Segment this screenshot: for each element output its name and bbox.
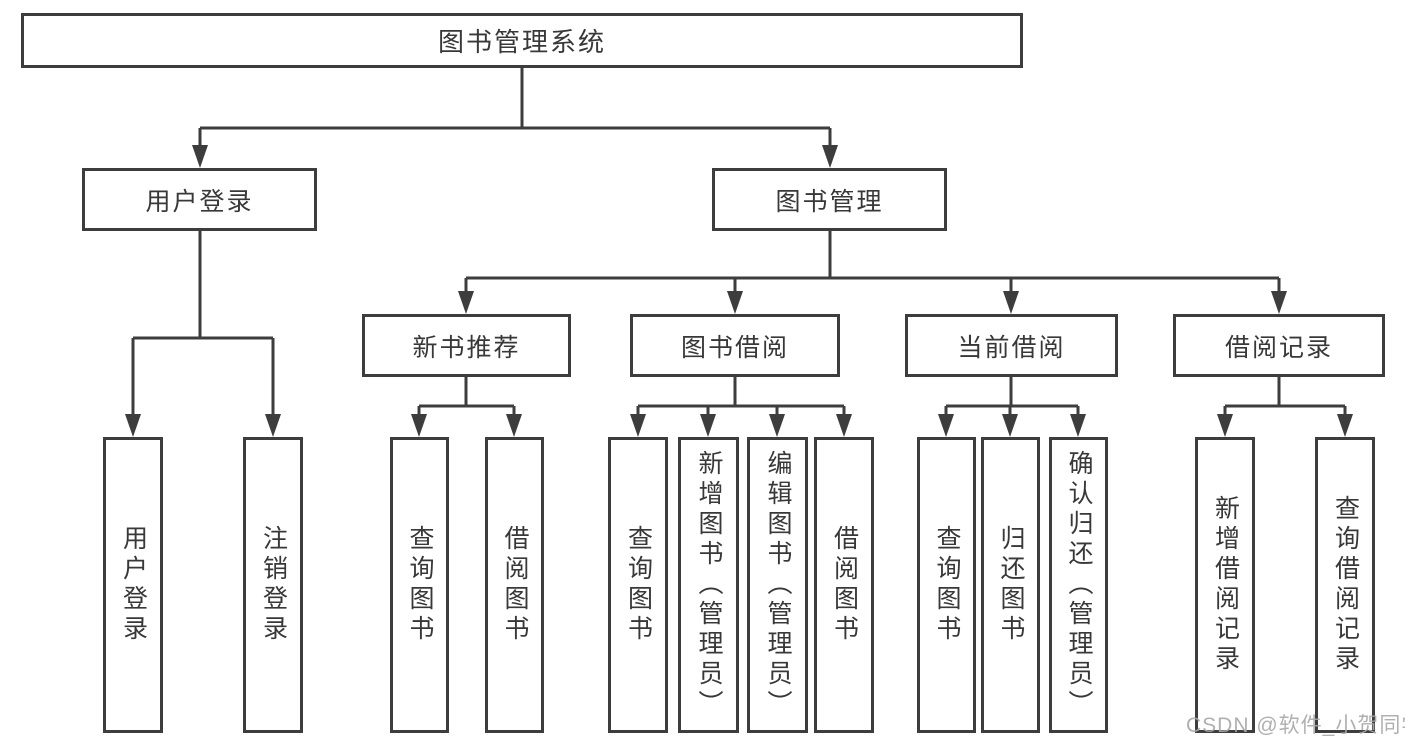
leaf-record-add-label: 新增借阅记录 xyxy=(1211,495,1240,675)
leaf-borrow-borrow-label: 借阅图书 xyxy=(830,525,859,645)
leaf-newbook-query: 查询图书 xyxy=(390,437,449,733)
leaf-current-confirm: 确认归还（管理员） xyxy=(1049,437,1108,733)
leaf-newbook-query-label: 查询图书 xyxy=(406,525,434,645)
leaf-user-login: 用户登录 xyxy=(103,437,163,733)
leaf-newbook-borrow-label: 借阅图书 xyxy=(501,525,529,645)
leaf-newbook-borrow: 借阅图书 xyxy=(485,437,544,733)
csdn-watermark: CSDN @软件_小贺同学 xyxy=(1186,714,1405,737)
leaf-borrow-borrow: 借阅图书 xyxy=(814,437,874,733)
leaf-current-return-label: 归还图书 xyxy=(997,525,1025,645)
leaf-current-return: 归还图书 xyxy=(981,437,1040,733)
leaf-borrow-edit: 编辑图书（管理员） xyxy=(747,437,808,733)
leaf-current-query: 查询图书 xyxy=(917,437,976,733)
leaf-logout-label: 注销登录 xyxy=(259,525,288,645)
node-user-login: 用户登录 xyxy=(82,168,317,231)
node-root: 图书管理系统 xyxy=(21,13,1023,68)
leaf-current-query-label: 查询图书 xyxy=(933,525,961,645)
leaf-borrow-edit-label: 编辑图书（管理员） xyxy=(764,450,792,720)
leaf-user-login-label: 用户登录 xyxy=(119,525,148,645)
node-module-new-book: 新书推荐 xyxy=(362,314,571,377)
node-book-management: 图书管理 xyxy=(712,168,947,231)
leaf-borrow-query: 查询图书 xyxy=(608,437,668,733)
node-module-borrow-record: 借阅记录 xyxy=(1173,314,1385,377)
leaf-record-query: 查询借阅记录 xyxy=(1315,437,1375,733)
leaf-borrow-add-label: 新增图书（管理员） xyxy=(695,450,723,720)
leaf-record-query-label: 查询借阅记录 xyxy=(1331,495,1360,675)
leaf-logout: 注销登录 xyxy=(243,437,303,733)
node-module-current-borrow: 当前借阅 xyxy=(905,314,1118,377)
leaf-current-confirm-label: 确认归还（管理员） xyxy=(1065,450,1093,720)
leaf-borrow-query-label: 查询图书 xyxy=(624,525,653,645)
leaf-record-add: 新增借阅记录 xyxy=(1195,437,1255,733)
leaf-borrow-add: 新增图书（管理员） xyxy=(678,437,739,733)
node-module-book-borrow: 图书借阅 xyxy=(630,314,840,377)
